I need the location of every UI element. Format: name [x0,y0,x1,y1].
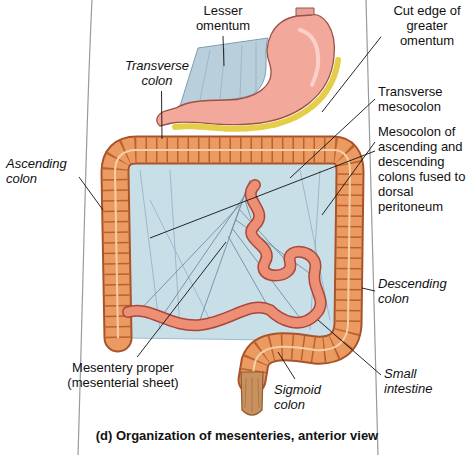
leader-line [137,242,226,357]
mesentery-proper-fan [140,180,312,320]
leader-line [318,320,381,375]
leader-line [79,177,103,210]
large-intestine [115,150,350,380]
leader-line [161,91,163,139]
structure-label: Ascending colon [6,156,76,186]
structure-label: Small intestine [384,366,454,396]
structure-label: Sigmoid colon [274,382,344,412]
leader-line [290,99,375,178]
leader-line [322,37,381,112]
body-outline [366,0,378,455]
rectum [241,372,263,415]
leader-line [150,151,375,238]
leader-line [278,352,295,379]
figure-caption: (d) Organization of mesenteries, anterio… [0,428,474,443]
structure-label: Descending colon [378,276,458,306]
leader-line [362,288,375,291]
omentum-folds [200,42,256,100]
structure-label: Mesocolon of ascending and descending co… [378,124,472,214]
structure-label: Lesser omentum [187,3,259,33]
structure-label: Transverse mesocolon [378,84,470,114]
small-intestine [128,185,321,325]
leader-line [322,142,375,215]
structure-label: Cut edge of greater omentum [384,3,470,48]
leader-line [223,36,224,66]
mesentery-sheet [128,162,338,340]
rectum-folds [245,378,259,412]
stomach-highlight [300,30,318,85]
greater-omentum-edge [175,60,338,129]
structure-label: Transverse colon [112,58,202,88]
structure-label: Mesentery proper (mesenterial sheet) [52,360,194,390]
